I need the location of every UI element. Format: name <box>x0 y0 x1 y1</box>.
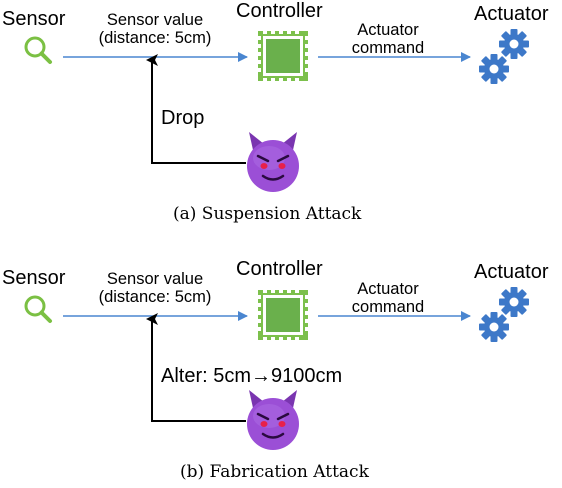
actuator-label: Actuator <box>474 261 549 283</box>
magnifier-icon <box>24 295 52 323</box>
magnifier-icon <box>24 36 52 64</box>
actuator-command-line1: Actuator <box>357 21 419 39</box>
devil-icon <box>245 130 301 194</box>
controller-label: Controller <box>236 258 323 280</box>
attack-action-label: Drop <box>161 107 205 129</box>
controller-label: Controller <box>236 0 323 22</box>
attack-action-label: Alter: 5cm→9100cm <box>161 365 343 387</box>
chip-icon <box>258 31 308 81</box>
sensor-label: Sensor <box>2 267 66 289</box>
actuator-command-line1: Actuator <box>357 280 419 298</box>
sensor-label: Sensor <box>2 8 66 30</box>
sensor-value-line2: (distance: 5cm) <box>98 29 212 47</box>
actuator-command-line2: command <box>351 39 425 57</box>
actuator-label: Actuator <box>474 3 549 25</box>
chip-icon <box>258 290 308 340</box>
attack-arrow <box>146 313 246 422</box>
sensor-value-line1: Sensor value <box>106 11 204 29</box>
sensor-value-line1: Sensor value <box>106 270 204 288</box>
gears-icon <box>479 287 529 342</box>
caption: (a) Suspension Attack <box>173 204 362 224</box>
devil-icon <box>245 388 301 452</box>
panel-a <box>24 29 529 194</box>
sensor-value-label: Sensor value (distance: 5cm) <box>80 270 230 306</box>
gears-icon <box>479 29 529 84</box>
panel-b <box>24 287 529 452</box>
sensor-value-line2: (distance: 5cm) <box>98 288 212 306</box>
sensor-value-label: Sensor value (distance: 5cm) <box>80 11 230 47</box>
actuator-command-label: Actuator command <box>336 280 440 316</box>
attack-arrow <box>146 54 246 164</box>
actuator-command-line2: command <box>351 298 425 316</box>
actuator-command-label: Actuator command <box>336 21 440 57</box>
caption: (b) Fabrication Attack <box>180 462 369 482</box>
